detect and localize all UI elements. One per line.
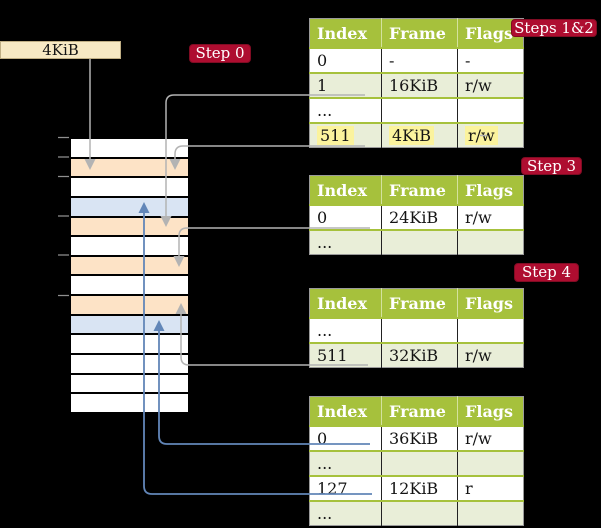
memory-row-white — [71, 276, 188, 297]
memory-row-blue — [71, 197, 188, 218]
table-cell: r/w — [457, 342, 524, 368]
table-cell: 511 — [309, 342, 382, 368]
table-cell — [381, 500, 458, 526]
badge-step-0: Step 0 — [189, 44, 251, 63]
memory-row-white — [71, 237, 188, 257]
column-header: Frame — [381, 175, 458, 205]
highlighted-value: 4KiB — [389, 126, 435, 145]
highlighted-value: r/w — [465, 126, 498, 145]
memory-row-peach — [71, 217, 188, 238]
memory-row-peach — [71, 158, 188, 179]
column-header: Index — [309, 288, 382, 318]
physical-memory-column — [69, 137, 190, 414]
memory-row-white — [71, 394, 188, 412]
column-header: Index — [309, 175, 382, 205]
table-cell: r/w — [457, 122, 524, 148]
column-header: Frame — [381, 396, 458, 426]
badge-step-4: Step 4 — [514, 263, 579, 282]
table-cell: - — [381, 47, 458, 73]
table-cell — [381, 317, 458, 343]
table-cell: 0 — [309, 47, 382, 73]
badge-steps-1-2: Steps 1&2 — [511, 19, 597, 37]
table-cell — [457, 450, 524, 476]
table-cell: - — [457, 47, 524, 73]
memory-row-peach — [71, 256, 188, 277]
memory-row-white — [71, 139, 188, 159]
table-row: 511 4KiB r/w — [309, 122, 524, 148]
table-cell — [457, 500, 524, 526]
table-cell: 4KiB — [381, 122, 458, 148]
table-cell: r — [457, 475, 524, 501]
table-cell: r/w — [457, 425, 524, 451]
table-cell — [457, 229, 524, 255]
table-cell — [457, 317, 524, 343]
table-cell: 32KiB — [381, 342, 458, 368]
column-header: Flags — [457, 175, 524, 205]
memory-row-white — [71, 355, 188, 375]
table-cell: 127 — [309, 475, 382, 501]
table-cell — [381, 450, 458, 476]
table-cell: 24KiB — [381, 204, 458, 230]
memory-row-white — [71, 335, 188, 356]
table-cell: 16KiB — [381, 72, 458, 98]
table-cell: 0 — [309, 204, 382, 230]
badge-step-3-label: Step 3 — [526, 156, 577, 175]
badge-step-0-label: Step 0 — [195, 44, 245, 62]
highlighted-value: 511 — [317, 126, 354, 145]
column-header: Frame — [381, 18, 458, 48]
memory-row-white — [71, 178, 188, 198]
table-cell — [457, 97, 524, 123]
table-cell: 12KiB — [381, 475, 458, 501]
table-cell: ... — [309, 229, 382, 255]
column-header: Flags — [457, 288, 524, 318]
memory-row-blue — [71, 315, 188, 336]
table-cell: ... — [309, 500, 382, 526]
page-size-label: 4KiB — [42, 41, 79, 59]
table-cell: 1 — [309, 72, 382, 98]
table-row: ... — [309, 229, 524, 255]
badge-steps-1-2-label: Steps 1&2 — [514, 18, 594, 37]
table-cell — [381, 229, 458, 255]
memory-row-peach — [71, 296, 188, 316]
page-size-box: 4KiB — [0, 41, 121, 59]
table-row: 0-- — [309, 47, 524, 73]
table-row: ... — [309, 450, 524, 476]
table-row: ... — [309, 97, 524, 123]
column-header: Flags — [457, 396, 524, 426]
memory-tick-marks — [58, 136, 69, 297]
table-cell: r/w — [457, 204, 524, 230]
column-header: Index — [309, 396, 382, 426]
table-cell: ... — [309, 450, 382, 476]
table-cell: 36KiB — [381, 425, 458, 451]
table-row: ... — [309, 500, 524, 526]
table-cell: r/w — [457, 72, 524, 98]
memory-row-white — [71, 374, 188, 395]
badge-step-3: Step 3 — [521, 157, 582, 175]
table-cell: ... — [309, 317, 382, 343]
column-header: Frame — [381, 288, 458, 318]
table-cell: 511 — [309, 122, 382, 148]
table-cell — [381, 97, 458, 123]
table-cell: ... — [309, 97, 382, 123]
table-cell: 0 — [309, 425, 382, 451]
column-header: Index — [309, 18, 382, 48]
table-row: ... — [309, 317, 524, 343]
badge-step-4-label: Step 4 — [521, 263, 572, 281]
